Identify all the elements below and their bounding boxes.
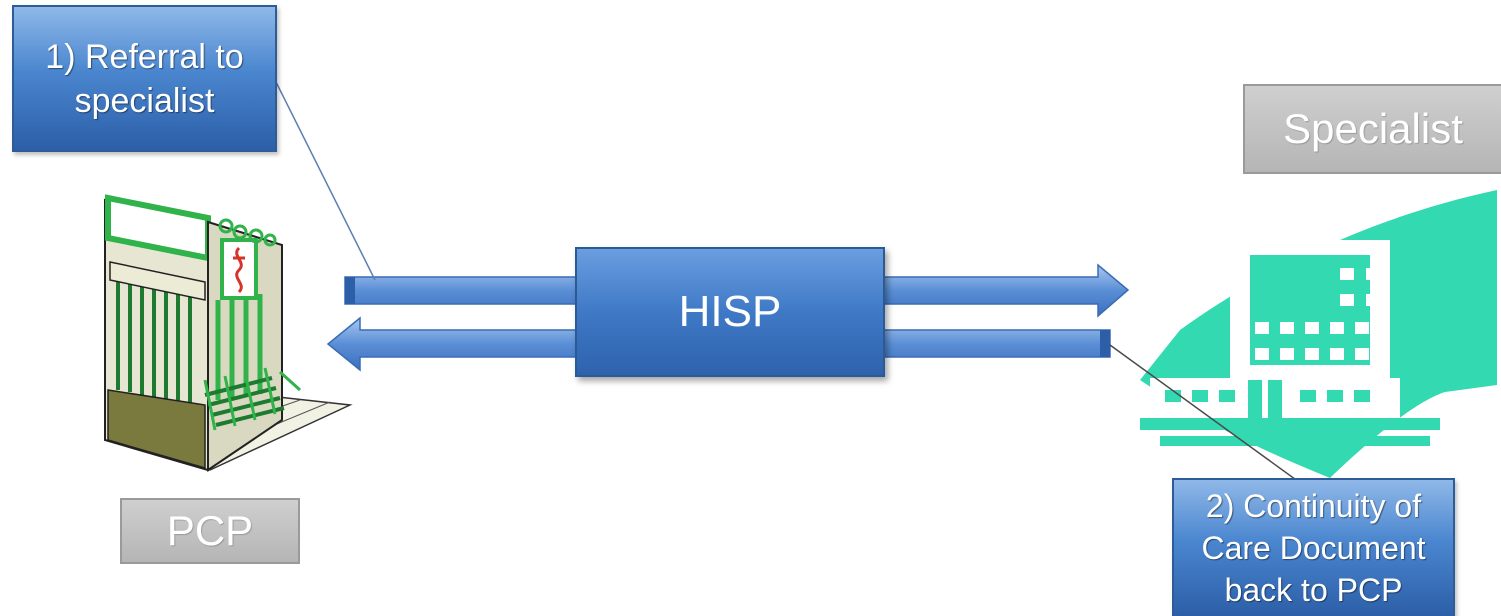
referral-callout-line-2: specialist <box>74 81 215 120</box>
pcp-label-text: PCP <box>166 507 254 554</box>
referral-callout-line-1: 1) Referral to <box>45 37 244 76</box>
referral-leader-line <box>274 79 376 281</box>
specialist-label: Specialist <box>1243 84 1501 174</box>
continuity-callout: 2) Continuity of Care Document back to P… <box>1172 478 1455 616</box>
specialist-label-text: Specialist <box>1283 105 1463 152</box>
hisp-box: HISP <box>575 247 885 377</box>
continuity-callout-line-2: Care Document <box>1201 530 1426 566</box>
continuity-callout-line-3: back to PCP <box>1224 572 1403 608</box>
hospital-building-icon <box>1140 190 1497 478</box>
clinic-storefront-icon <box>104 194 353 472</box>
referral-callout: 1) Referral to specialist <box>12 5 277 152</box>
continuity-leader-line <box>1109 344 1311 491</box>
continuity-callout-line-1: 2) Continuity of <box>1205 488 1422 524</box>
hisp-label: HISP <box>678 287 782 336</box>
pcp-label: PCP <box>120 498 300 564</box>
